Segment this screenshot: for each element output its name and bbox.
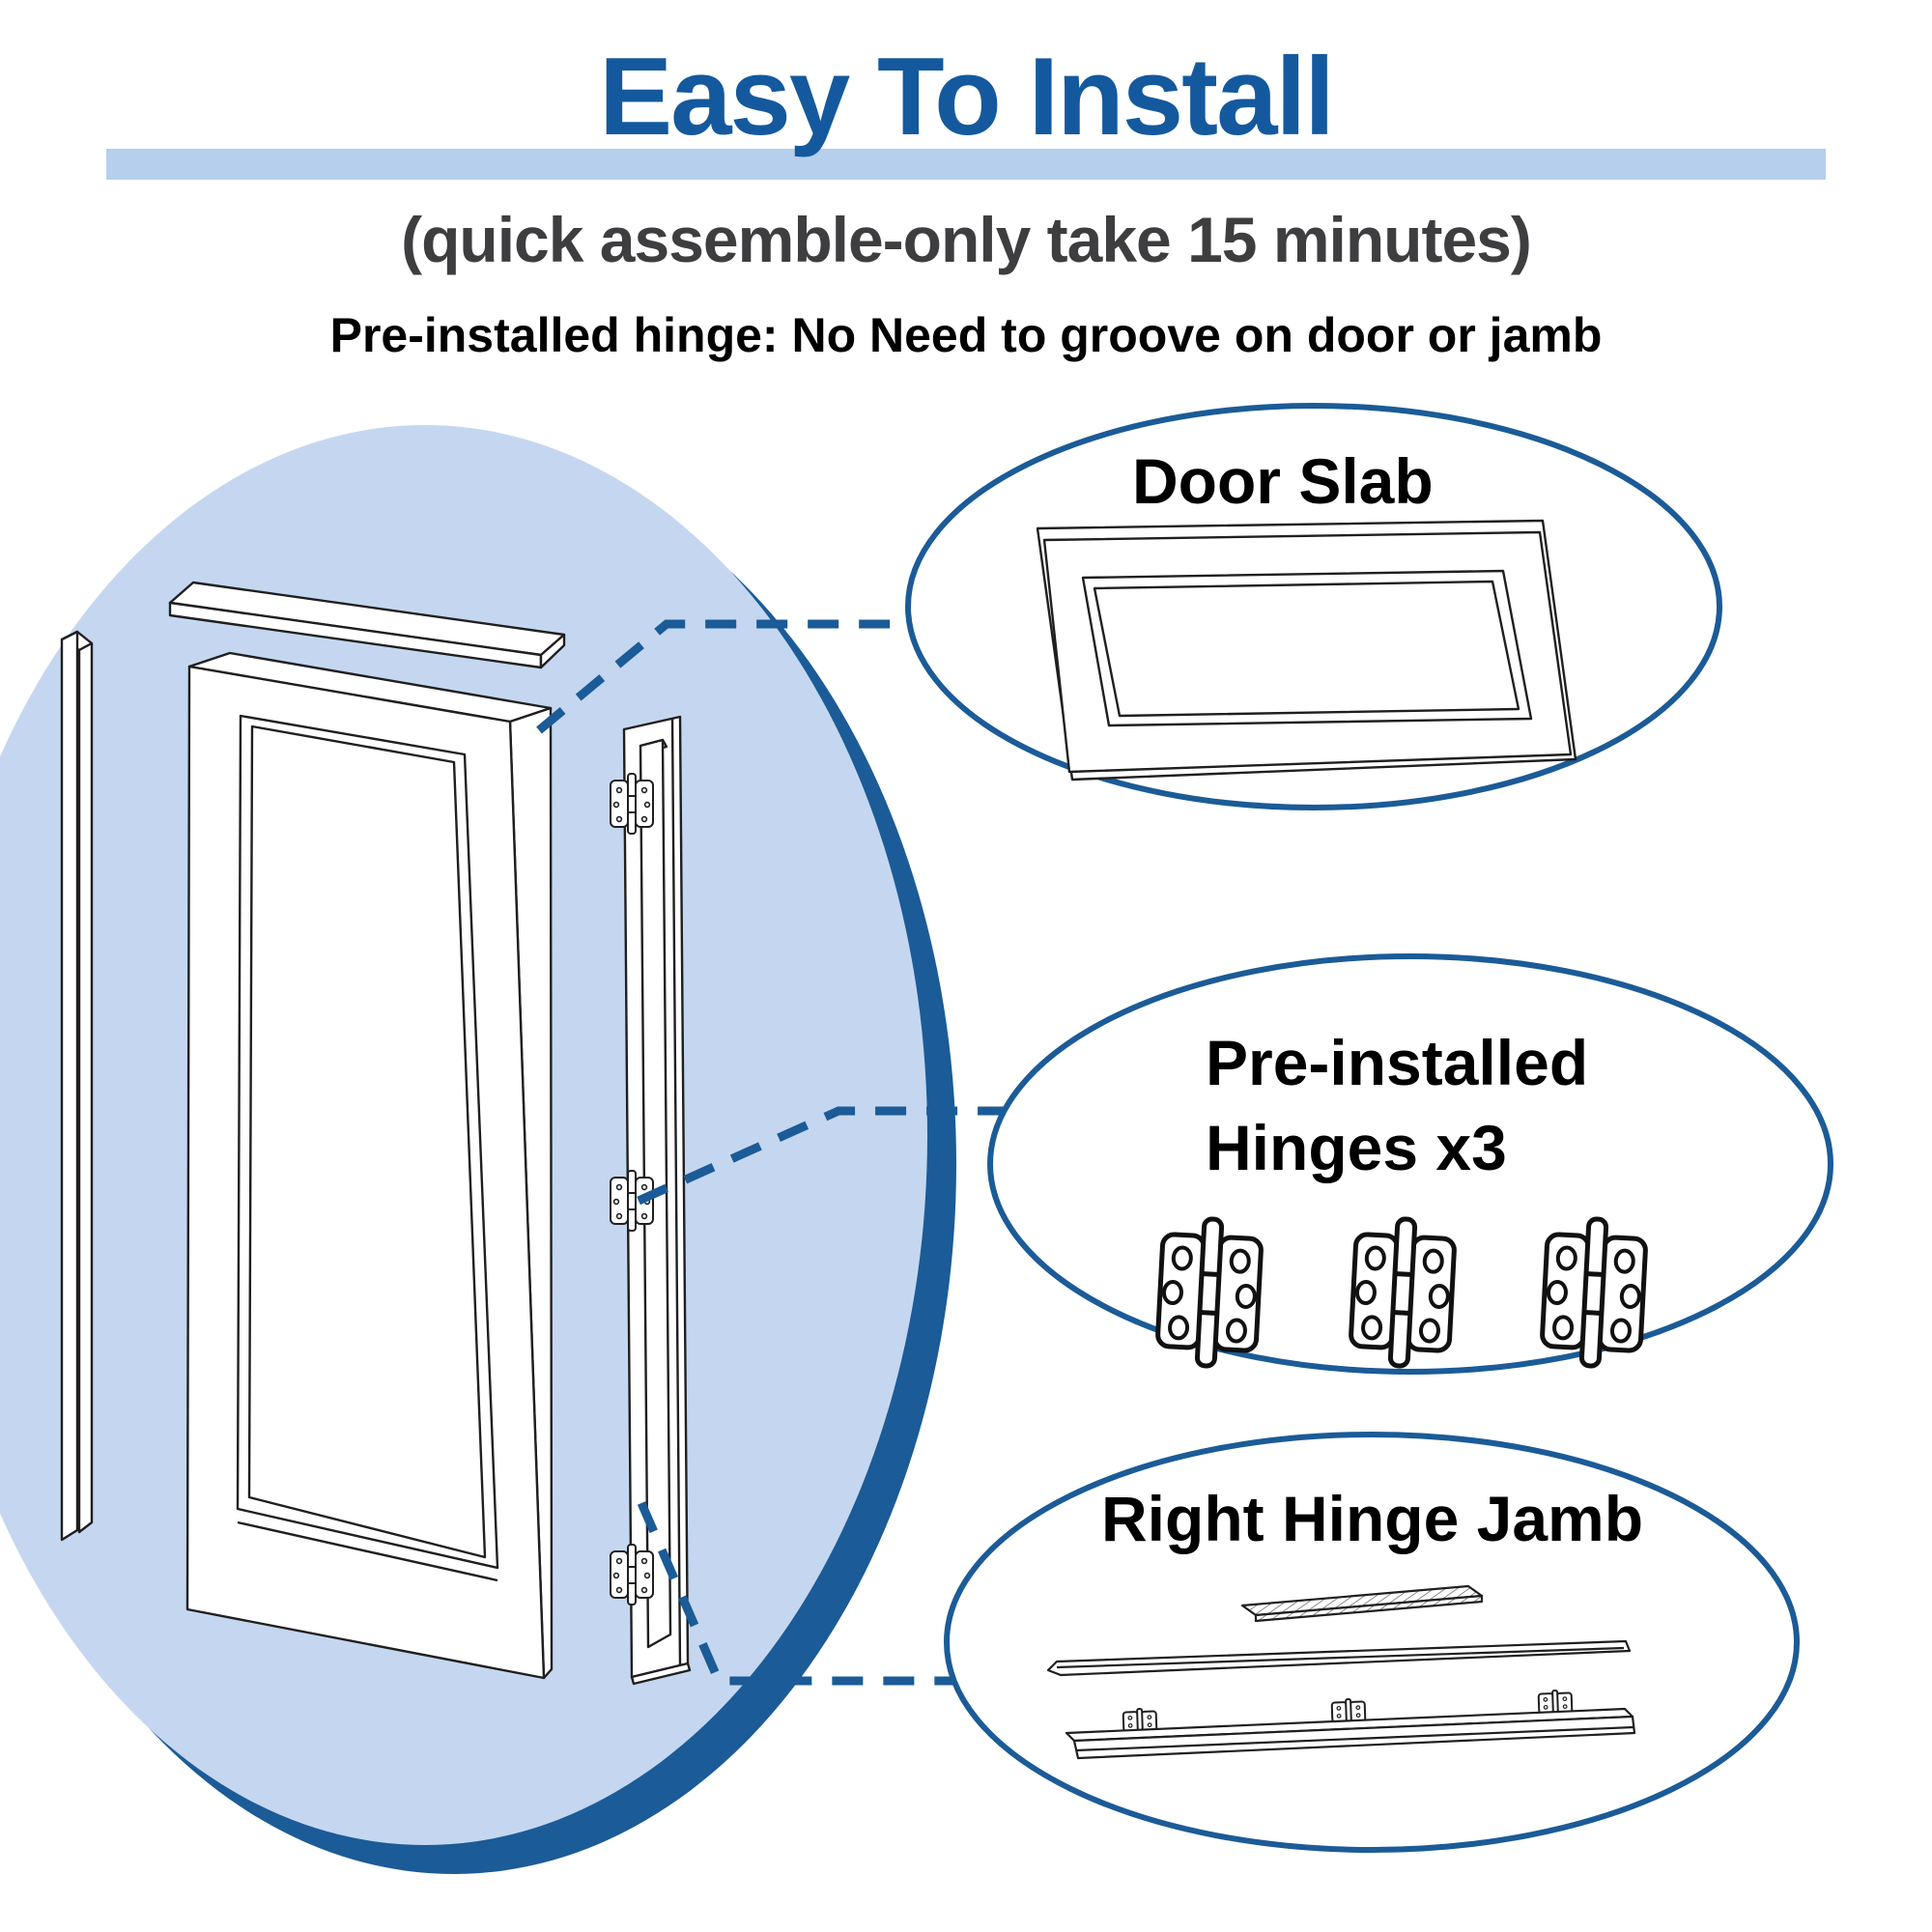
exploded-door-assembly — [60, 581, 692, 1686]
hinge-icon — [1541, 1216, 1647, 1368]
connector-right-hinge-jamb — [637, 1501, 954, 1686]
callout-title-hinges: Pre-installed Hinges x3 — [1206, 1020, 1588, 1190]
hinge-icon — [609, 1543, 655, 1606]
hinges-x3-illustration — [1156, 1216, 1647, 1368]
connector-lines — [536, 619, 1006, 1686]
hinge-icon — [609, 772, 655, 836]
page-note: Pre-installed hinge: No Need to groove o… — [329, 308, 1603, 362]
title-underline-bar — [106, 149, 1826, 180]
callout-title-right-hinge-jamb: Right Hinge Jamb — [1101, 1483, 1644, 1554]
hinge-jamb-board-icon — [1065, 1689, 1636, 1760]
connector-hinges — [637, 1106, 1006, 1206]
callout-title-hinges-line1: Pre-installed — [1206, 1027, 1589, 1098]
right-hinge-jamb-illustration — [1046, 1584, 1636, 1760]
callout-title-door-slab: Door Slab — [1132, 445, 1434, 517]
door-slab-illustration — [1036, 519, 1577, 781]
door-stop-strip-icon — [1240, 1584, 1484, 1623]
connector-door-slab — [536, 619, 909, 734]
page-subtitle: (quick assemble-only take 15 minutes) — [401, 204, 1532, 275]
door-slab-icon — [185, 651, 554, 1680]
page-title: Easy To Install — [599, 36, 1335, 158]
callout-title-hinges-line2: Hinges x3 — [1206, 1112, 1507, 1183]
hinge-icon — [1156, 1216, 1263, 1368]
head-jamb-icon — [168, 581, 566, 669]
hinge-icon — [1350, 1216, 1456, 1368]
left-jamb-icon — [60, 630, 94, 1542]
jamb-strip-icon — [1046, 1639, 1632, 1677]
